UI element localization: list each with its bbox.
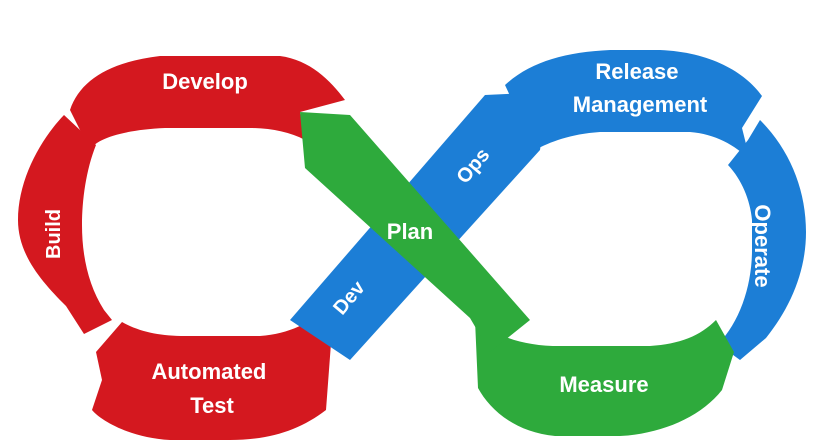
automated-test-label: Automated Test: [151, 359, 272, 418]
operate-label: Operate: [750, 204, 775, 287]
crossing: [290, 92, 548, 360]
build-segment: [18, 115, 112, 334]
automated-test-line-1: Automated: [151, 359, 266, 384]
measure-segment: [475, 320, 734, 436]
plan-arrow: [300, 112, 530, 352]
dev-loop: [18, 56, 345, 440]
release-management-line-2: Management: [573, 92, 708, 117]
plan-label: Plan: [387, 219, 433, 244]
measure-label: Measure: [559, 372, 648, 397]
release-management-segment: [505, 50, 762, 160]
release-management-label: Release Management: [573, 59, 708, 117]
build-label: Build: [43, 209, 65, 259]
release-management-line-1: Release: [595, 59, 678, 84]
automated-test-line-2: Test: [190, 393, 234, 418]
ops-loop: [475, 50, 806, 436]
operate-segment: [718, 120, 806, 360]
automated-test-segment: [92, 310, 332, 440]
develop-label: Develop: [162, 69, 248, 94]
develop-segment: [70, 56, 345, 150]
